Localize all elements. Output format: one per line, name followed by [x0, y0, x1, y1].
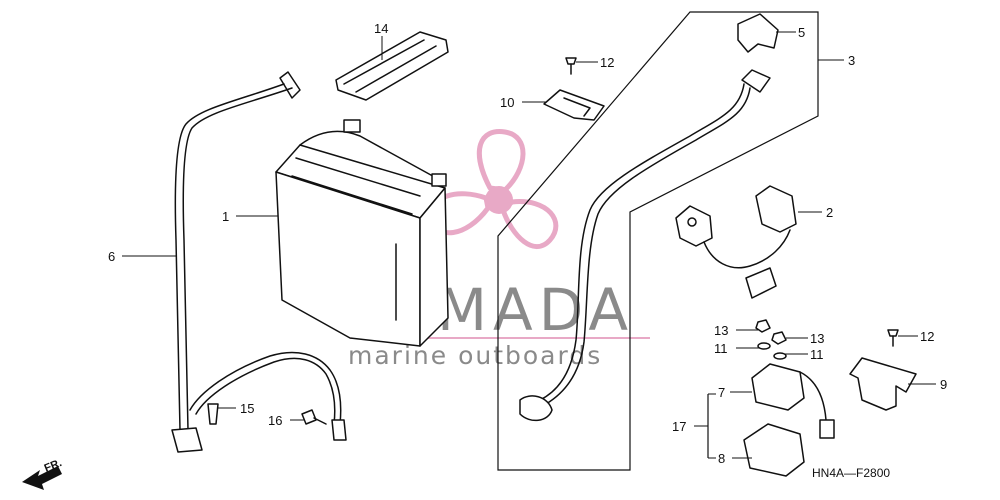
callout-12-right: 12: [920, 329, 934, 344]
callout-11-left: 11: [714, 341, 728, 356]
part-3-cable[interactable]: [519, 69, 771, 422]
part-3-frame: [497, 11, 819, 471]
part-12-screw[interactable]: [565, 57, 577, 75]
callout-5: 5: [798, 25, 805, 40]
callout-14: 14: [374, 21, 388, 36]
callout-6: 6: [108, 249, 115, 264]
part-11-washer[interactable]: [757, 342, 787, 360]
part-6-rod[interactable]: [171, 71, 301, 453]
callout-13-left: 13: [714, 323, 728, 338]
leader-lines: [122, 31, 936, 459]
part-14-strap[interactable]: [335, 31, 449, 101]
callout-8: 8: [718, 451, 725, 466]
part-5-terminal-cover[interactable]: [737, 13, 779, 53]
part-7-starter-relay[interactable]: [751, 363, 835, 439]
part-13-nut[interactable]: [755, 319, 787, 345]
callout-7: 7: [718, 385, 725, 400]
part-10-bracket[interactable]: [543, 89, 605, 121]
part-2-starter-cable[interactable]: [675, 185, 797, 299]
watermark-tagline: marine outboards: [348, 341, 602, 370]
propeller-logo-icon: [429, 129, 559, 249]
part-9-holder[interactable]: [849, 357, 917, 411]
front-arrow-icon: [22, 466, 62, 490]
callout-12-upper: 12: [600, 55, 614, 70]
part-12-screw-right[interactable]: [887, 329, 899, 347]
part-16-bolt[interactable]: [301, 409, 327, 425]
callout-16: 16: [268, 413, 282, 428]
callout-15: 15: [240, 401, 254, 416]
part-1-battery[interactable]: [275, 119, 449, 347]
callout-2: 2: [826, 205, 833, 220]
callout-1: 1: [222, 209, 229, 224]
part-8-relay-cover[interactable]: [743, 423, 805, 477]
callout-13-right: 13: [810, 331, 824, 346]
callout-10: 10: [500, 95, 514, 110]
callout-17: 17: [672, 419, 686, 434]
callout-11-right: 11: [810, 347, 824, 362]
callout-3: 3: [848, 53, 855, 68]
callout-9: 9: [940, 377, 947, 392]
diagram-code: HN4A—F2800: [812, 466, 890, 480]
part-15-negative-cable[interactable]: [189, 351, 347, 441]
